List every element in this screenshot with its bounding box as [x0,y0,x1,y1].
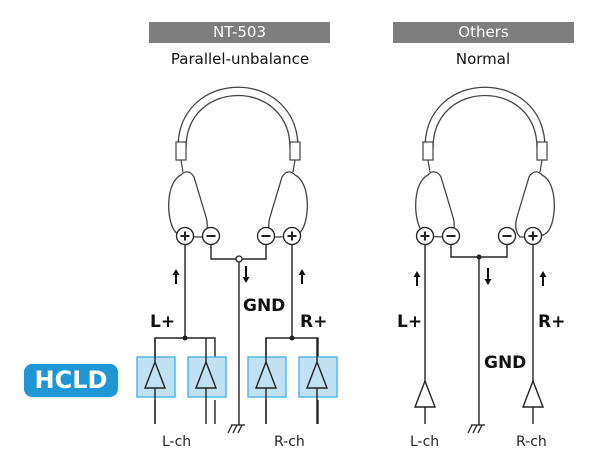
left-headphones-icon [168,86,308,238]
right-model-label: Others [458,23,509,41]
left-r-minus-terminal-icon [256,226,276,246]
right-r-minus-terminal-icon [497,226,517,246]
left-amp-box-1 [136,356,176,398]
right-header-bar: Others [393,22,574,43]
right-mode-label: Normal [455,50,511,68]
left-junction-dot [182,335,188,341]
left-header-bar: NT-503 [149,22,330,43]
hcld-badge: HCLD [24,364,118,397]
left-gnd-label: GND [243,296,285,316]
right-gnd-label: GND [484,353,526,373]
gnd-junction-node [235,255,243,263]
left-gnd-arrow-down-icon [241,265,251,284]
left-l-arrow-up-icon [171,268,181,285]
right-gnd-junction-dot [476,254,482,260]
left-r-ch-label: R-ch [274,434,305,450]
left-amp-wires [154,338,318,424]
right-wires [424,244,534,425]
left-l-ch-label: L-ch [162,434,191,450]
right-gnd-arrow-down-icon [483,267,493,286]
right-l-plus-label: L+ [397,312,422,332]
left-model-label: NT-503 [212,23,267,41]
right-l-arrow-up-icon [412,270,422,287]
right-l-minus-terminal-icon [441,226,461,246]
right-r-ch-label: R-ch [516,434,547,450]
right-l-ch-label: L-ch [410,434,439,450]
left-r-arrow-up-icon [297,268,307,285]
left-amp-box-4 [298,356,338,398]
right-headphones-icon [415,86,555,238]
left-r-plus-terminal-icon [282,226,302,246]
left-l-plus-terminal-icon [175,226,195,246]
right-r-plus-label: R+ [538,312,565,332]
left-mode-label: Parallel-unbalance [170,50,310,68]
right-r-plus-terminal-icon [523,226,543,246]
right-junction-dot [289,335,295,341]
right-ground-icon [467,424,486,434]
left-amp-box-2 [187,356,227,398]
left-wires [154,244,319,425]
left-ground-icon [227,424,246,434]
left-l-minus-terminal-icon [201,226,221,246]
right-r-amplifier-triangle-icon [522,380,544,408]
right-l-plus-terminal-icon [415,226,435,246]
right-r-arrow-up-icon [538,270,548,287]
right-l-amplifier-triangle-icon [414,380,436,408]
left-l-plus-label: L+ [150,312,175,332]
left-amp-box-3 [247,356,287,398]
left-r-plus-label: R+ [300,312,327,332]
